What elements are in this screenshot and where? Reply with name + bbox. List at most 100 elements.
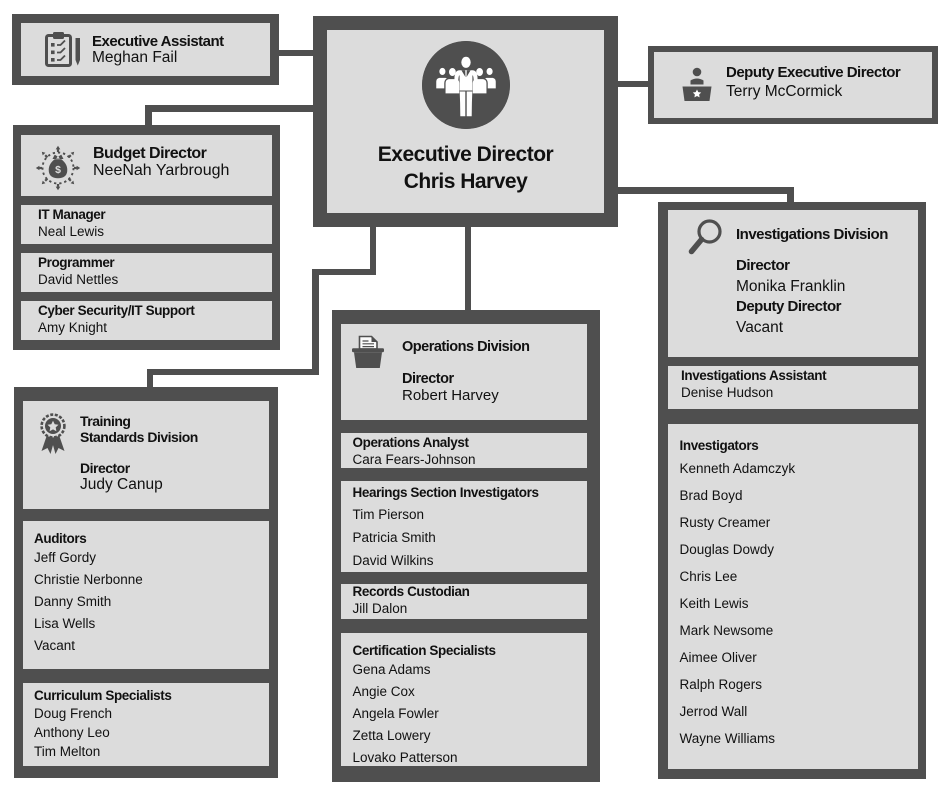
investigations-group: Investigations Division Director Monika … <box>658 202 926 779</box>
auditor-name: Vacant <box>34 637 76 653</box>
connector-investigations-v <box>787 187 794 205</box>
executive-assistant-title: Executive Assistant <box>92 32 224 50</box>
auditor-name: Danny Smith <box>34 593 112 609</box>
connector-training-v1 <box>369 222 376 275</box>
certification-heading: Certification Specialists <box>352 643 496 658</box>
investigations-division-box: Investigations Division Director Monika … <box>668 210 918 357</box>
curriculum-name: Tim Melton <box>34 744 101 759</box>
investigations-assistant-role: Investigations Assistant <box>681 368 827 383</box>
certification-name: Lovako Patterson <box>352 749 458 765</box>
investigator-name: Douglas Dowdy <box>679 541 775 557</box>
auditor-name: Lisa Wells <box>34 615 96 631</box>
operations-analyst-box: Operations Analyst Cara Fears-Johnson <box>341 433 587 468</box>
connector-assistant <box>279 50 315 56</box>
it-manager-name: Neal Lewis <box>38 224 105 239</box>
deputy-executive-director-box: Deputy Executive Director Terry McCormic… <box>648 46 938 124</box>
it-manager-box: IT Manager Neal Lewis <box>21 205 272 244</box>
cyber-security-box: Cyber Security/IT Support Amy Knight <box>21 301 272 340</box>
operations-title: Operations Division <box>402 339 530 355</box>
training-division-box: Training Standards Division Director Jud… <box>23 401 269 509</box>
connector-budget-h <box>145 105 316 112</box>
hearings-heading: Hearings Section Investigators <box>352 484 539 500</box>
training-director-name: Judy Canup <box>80 476 163 494</box>
programmer-box: Programmer David Nettles <box>21 253 272 292</box>
investigations-director-role: Director <box>736 257 790 274</box>
auditors-heading: Auditors <box>34 530 87 546</box>
executive-director-title: Executive Director <box>377 143 554 166</box>
money-bag-icon: $ <box>35 145 81 196</box>
auditor-name: Christie Nerbonne <box>34 571 143 587</box>
executive-director-box: Executive Director Chris Harvey <box>313 16 618 227</box>
cyber-security-role: Cyber Security/IT Support <box>38 303 195 318</box>
curriculum-heading: Curriculum Specialists <box>34 687 172 703</box>
investigations-deputy-name: Vacant <box>736 318 784 336</box>
connector-operations-v <box>464 222 471 314</box>
budget-director-title: Budget Director <box>93 145 207 162</box>
connector-budget-v <box>145 105 152 127</box>
investigators-box: Investigators Kenneth Adamczyk Brad Boyd… <box>668 424 918 769</box>
executive-assistant-name: Meghan Fail <box>92 48 178 66</box>
operations-director-role: Director <box>402 370 454 387</box>
investigator-name: Wayne Williams <box>679 730 776 746</box>
training-title-line2: Standards Division <box>80 429 198 446</box>
investigator-name: Aimee Oliver <box>679 649 757 665</box>
investigator-name: Keith Lewis <box>679 595 749 611</box>
certification-name: Gena Adams <box>352 661 431 677</box>
clipboard-pencil-icon <box>45 31 82 69</box>
records-custodian-name: Jill Dalon <box>352 601 408 616</box>
investigations-title: Investigations Division <box>736 226 888 243</box>
investigations-assistant-box: Investigations Assistant Denise Hudson <box>668 366 918 409</box>
reception-desk-icon <box>681 67 713 103</box>
investigator-name: Chris Lee <box>679 568 738 584</box>
investigator-name: Kenneth Adamczyk <box>679 460 796 476</box>
deputy-executive-director-title: Deputy Executive Director <box>726 64 901 81</box>
operations-analyst-role: Operations Analyst <box>352 434 469 450</box>
investigator-name: Brad Boyd <box>679 487 743 503</box>
cyber-security-name: Amy Knight <box>38 320 108 335</box>
award-ribbon-icon <box>38 412 68 509</box>
curriculum-name: Anthony Leo <box>34 725 110 740</box>
hearings-name: Tim Pierson <box>352 507 425 522</box>
certification-name: Zetta Lowery <box>352 727 431 743</box>
executive-director-name: Chris Harvey <box>403 170 528 193</box>
programmer-name: David Nettles <box>38 272 119 287</box>
connector-training-h2 <box>146 368 319 375</box>
connector-training-h1 <box>312 268 376 275</box>
people-group-icon <box>421 41 510 129</box>
certification-specialists-box: Certification Specialists Gena Adams Ang… <box>341 633 587 766</box>
deputy-executive-director-name: Terry McCormick <box>726 82 843 100</box>
folder-document-icon <box>351 335 385 420</box>
auditors-box: Auditors Jeff Gordy Christie Nerbonne Da… <box>23 521 269 669</box>
operations-division-box: Operations Division Director Robert Harv… <box>341 324 587 420</box>
investigations-director-name: Monika Franklin <box>736 277 846 295</box>
operations-analyst-name: Cara Fears-Johnson <box>352 451 476 467</box>
it-manager-role: IT Manager <box>38 207 106 222</box>
programmer-role: Programmer <box>38 255 115 270</box>
budget-group: $ Budget Director NeeNah Yarbrough IT Ma… <box>13 125 280 350</box>
magnifier-icon <box>687 219 724 357</box>
budget-director-box: $ Budget Director NeeNah Yarbrough <box>21 135 272 196</box>
training-director-role: Director <box>80 459 130 476</box>
curriculum-specialists-box: Curriculum Specialists Doug French Antho… <box>23 683 269 766</box>
investigator-name: Ralph Rogers <box>679 676 763 692</box>
training-standards-group: Training Standards Division Director Jud… <box>14 387 278 778</box>
operations-director-name: Robert Harvey <box>402 386 499 404</box>
connector-training-v3 <box>146 368 153 391</box>
investigator-name: Mark Newsome <box>679 622 774 638</box>
records-custodian-role: Records Custodian <box>352 584 470 599</box>
operations-group: Operations Division Director Robert Harv… <box>332 310 600 782</box>
auditor-name: Jeff Gordy <box>34 549 97 565</box>
executive-assistant-box: Executive Assistant Meghan Fail <box>12 14 279 85</box>
investigator-name: Jerrod Wall <box>679 703 748 719</box>
connector-investigations-h <box>616 187 794 194</box>
svg-text:$: $ <box>55 164 61 176</box>
investigators-heading: Investigators <box>679 438 759 453</box>
curriculum-name: Doug French <box>34 706 113 721</box>
investigations-deputy-role: Deputy Director <box>736 298 842 315</box>
certification-name: Angela Fowler <box>352 705 439 721</box>
hearings-name: David Wilkins <box>352 553 434 568</box>
training-title-line1: Training <box>80 413 131 429</box>
connector-deputy <box>616 81 650 87</box>
investigator-name: Rusty Creamer <box>679 514 771 530</box>
